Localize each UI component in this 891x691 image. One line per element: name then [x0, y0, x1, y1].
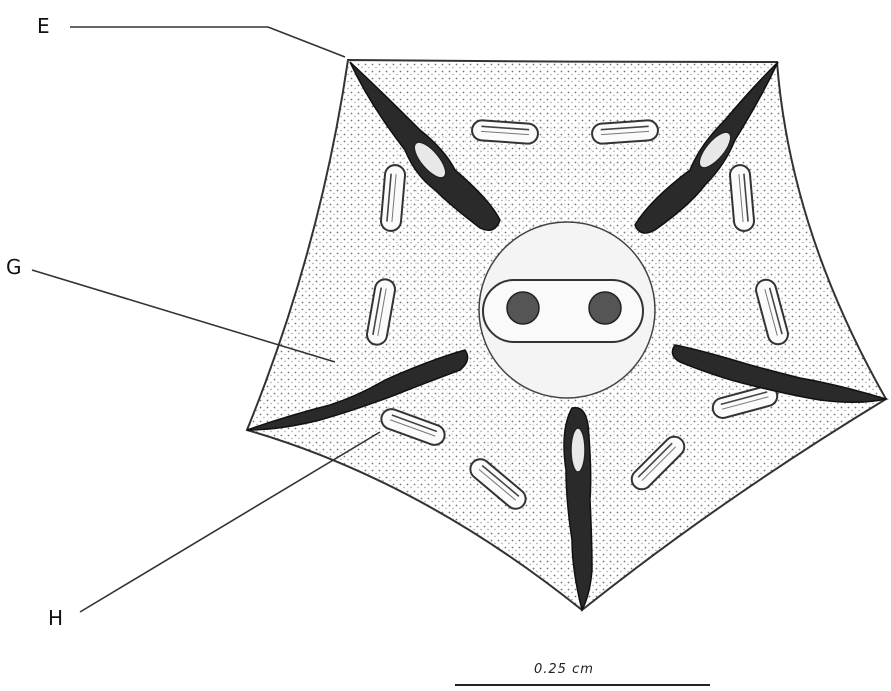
leader-line-e-diag	[268, 27, 345, 57]
label-h: H	[48, 606, 63, 630]
leader-line-h	[80, 432, 380, 612]
label-g: G	[6, 255, 22, 279]
label-e: E	[37, 14, 50, 38]
central-disc	[479, 222, 655, 398]
scale-bar-label: 0.25 cm	[534, 662, 594, 677]
